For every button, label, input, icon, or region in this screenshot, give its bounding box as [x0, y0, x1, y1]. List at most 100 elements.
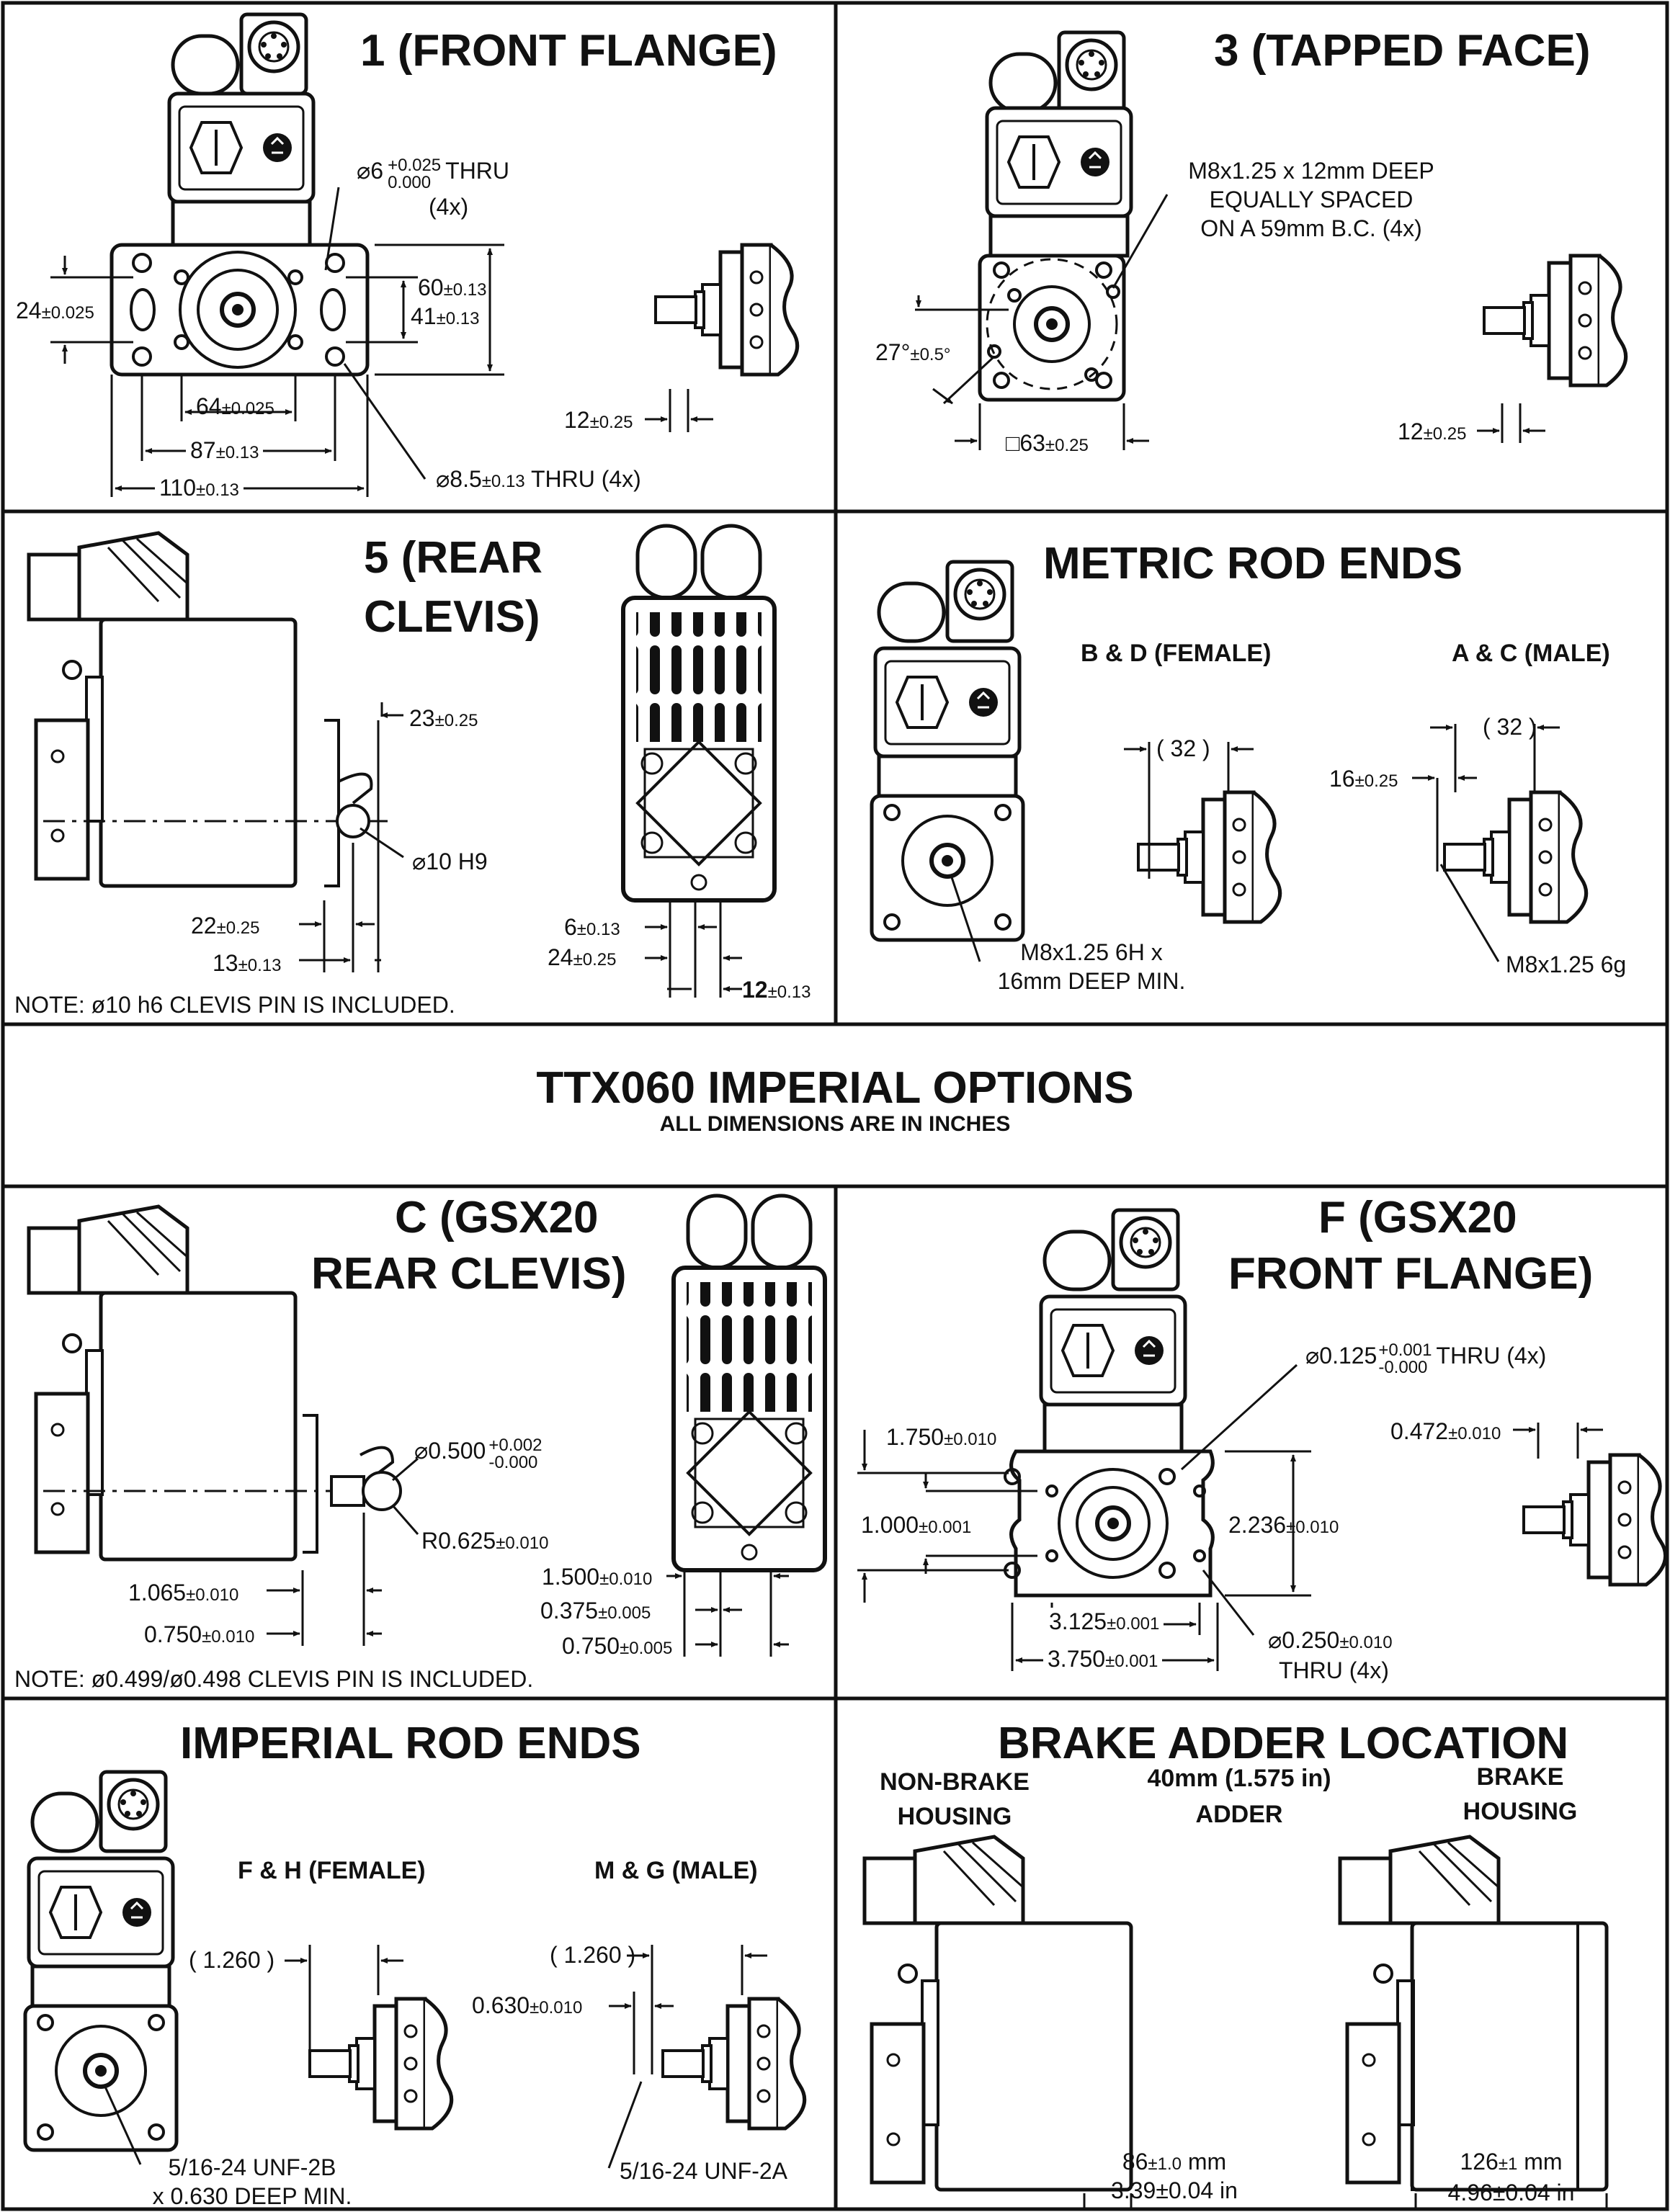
gsx-clevis-dim-0750a: 0.750±0.010: [144, 1621, 254, 1651]
front-flange-drawing: [110, 14, 798, 377]
tapped-face-dim-12: 12±0.25: [1398, 418, 1466, 448]
tapped-face-title: 3 (TAPPED FACE): [1214, 26, 1591, 76]
gsx-clevis-dim-1500: 1.500±0.010: [542, 1563, 652, 1593]
value: 24: [548, 944, 573, 970]
tol: ±0.010: [599, 1570, 653, 1589]
metric-female-label: B & D (FEMALE): [1081, 640, 1272, 667]
tapped-face-drawing: [978, 32, 1626, 402]
brake-right-dim-in: 4.96±0.04 in: [1447, 2180, 1575, 2206]
value: 0.472: [1390, 1418, 1449, 1444]
tol: ±0.13: [215, 443, 259, 462]
brake-right-label-1: BRAKE: [1476, 1763, 1564, 1791]
diameter-symbol: ⌀: [357, 158, 371, 184]
suffix: THRU: [445, 158, 510, 184]
metric-rod-ends-drawing: [870, 562, 1586, 942]
value: 0.250: [1282, 1627, 1340, 1653]
brake-right-dim-mm: 126±1 mm: [1416, 2148, 1607, 2178]
diameter-symbol: ⌀: [1305, 1343, 1320, 1369]
value: 12: [1398, 418, 1424, 444]
metric-rod-ends-title: METRIC ROD ENDS: [1043, 539, 1463, 588]
rear-clevis-dim-22: 22±0.25: [191, 912, 259, 942]
tol-up: +0.001: [1378, 1340, 1432, 1360]
imperial-banner-subtitle: ALL DIMENSIONS ARE IN INCHES: [659, 1112, 1011, 1136]
brake-mid-label-2: ADDER: [1195, 1801, 1283, 1828]
metric-male-thread: M8x1.25 6g: [1506, 951, 1627, 977]
gsx-front-flange-title-2: FRONT FLANGE): [1228, 1249, 1594, 1299]
tol: ±0.13: [436, 309, 480, 328]
value: 2.236: [1228, 1512, 1287, 1538]
unit: mm: [1524, 2149, 1563, 2175]
tapped-face-note-3: ON A 59mm B.C. (4x): [1200, 215, 1422, 241]
diameter-symbol: ⌀: [436, 466, 450, 492]
gsx-clevis-pin: ⌀0.500+0.002-0.000: [414, 1437, 542, 1472]
tol: ±0.001: [1105, 1652, 1158, 1671]
value: 41: [411, 303, 437, 329]
imperial-ref-1260-b: ( 1.260 ): [550, 1942, 636, 1968]
value: 12: [742, 977, 768, 1003]
rear-clevis-title-1: 5 (REAR: [364, 533, 543, 583]
gsx-rear-clevis-dims: [267, 1457, 789, 1657]
rear-clevis-dim-13: 13±0.13: [213, 949, 281, 980]
gsx-flange-dim-0472: 0.472±0.010: [1390, 1418, 1501, 1448]
tol-up: +0.002: [488, 1436, 542, 1455]
brake-left-dim-mm: 86±1.0 mm: [1081, 2148, 1268, 2178]
value: 126: [1460, 2149, 1499, 2175]
tol: ±0.25: [1423, 424, 1467, 444]
metric-ref-32-a: ( 32 ): [1156, 735, 1210, 761]
imperial-banner-title: TTX060 IMPERIAL OPTIONS: [536, 1063, 1134, 1113]
value: 0.750: [562, 1633, 620, 1659]
tapped-face-note-2: EQUALLY SPACED: [1209, 187, 1414, 212]
gsx-rear-clevis-title-2: REAR CLEVIS): [311, 1249, 627, 1299]
gsx-clevis-dim-0375: 0.375±0.005: [540, 1597, 651, 1627]
value: 60: [418, 274, 444, 300]
value: 23: [409, 705, 435, 731]
value: 6: [370, 158, 384, 184]
rear-clevis-drawing: [29, 526, 774, 900]
imperial-rod-ends-dims: [103, 1945, 767, 2169]
value: 1.750: [886, 1424, 945, 1450]
tapped-face-square: □63±0.25: [1001, 429, 1093, 460]
rear-clevis-dim-6: 6±0.13: [564, 913, 620, 944]
gsx-rear-clevis-title-1: C (GSX20: [395, 1193, 599, 1242]
value: 0.125: [1319, 1343, 1377, 1369]
value: 27°: [875, 339, 911, 365]
metric-rod-ends-dims: [950, 724, 1560, 962]
value: 0.750: [144, 1621, 202, 1647]
tol: ±0.010: [496, 1533, 549, 1553]
value: 0.375: [540, 1598, 599, 1624]
dim-41: 41±0.13: [411, 303, 479, 333]
dim-110: 110±0.13: [155, 474, 244, 504]
imperial-rod-ends-title: IMPERIAL ROD ENDS: [180, 1719, 641, 1768]
tol: ±0.010: [944, 1430, 997, 1449]
tol: ±0.005: [598, 1603, 651, 1623]
value: 86: [1122, 2149, 1148, 2175]
value: 6: [564, 914, 577, 940]
gsx-flange-thru-b: ⌀0.250±0.010: [1268, 1626, 1393, 1657]
tol: ±0.25: [434, 711, 478, 730]
gsx-clevis-dim-1065: 1.065±0.010: [128, 1579, 238, 1609]
imperial-dim-0630: 0.630±0.010: [472, 1992, 582, 2022]
tol: ±0.001: [919, 1518, 972, 1537]
tol: ±0.010: [186, 1585, 239, 1605]
imperial-rod-ends-drawing: [23, 1772, 805, 2152]
value: 110: [159, 475, 197, 501]
value: 13: [213, 950, 238, 976]
imperial-male-thread: 5/16-24 UNF-2A: [620, 2158, 787, 2184]
rear-clevis-pin: ⌀10 H9: [412, 848, 488, 875]
dim-87: 87±0.13: [186, 436, 264, 467]
value: 64: [196, 393, 222, 419]
rear-clevis-dims: [299, 702, 742, 998]
value: 1.260: [202, 1947, 261, 1973]
brake-left-dim-in: 3.39±0.04 in: [1111, 2177, 1238, 2203]
front-flange-title: 1 (FRONT FLANGE): [360, 26, 777, 76]
gsx-front-flange-title-1: F (GSX20: [1318, 1193, 1517, 1242]
square-symbol: □: [1006, 430, 1020, 456]
brake-adder-dims: [1083, 2188, 1608, 2208]
value: 87: [190, 437, 216, 463]
value: 22: [191, 913, 217, 939]
tol: ±0.010: [1448, 1424, 1501, 1443]
tol: ±0.010: [202, 1627, 255, 1647]
tol: ±0.25: [216, 918, 260, 938]
